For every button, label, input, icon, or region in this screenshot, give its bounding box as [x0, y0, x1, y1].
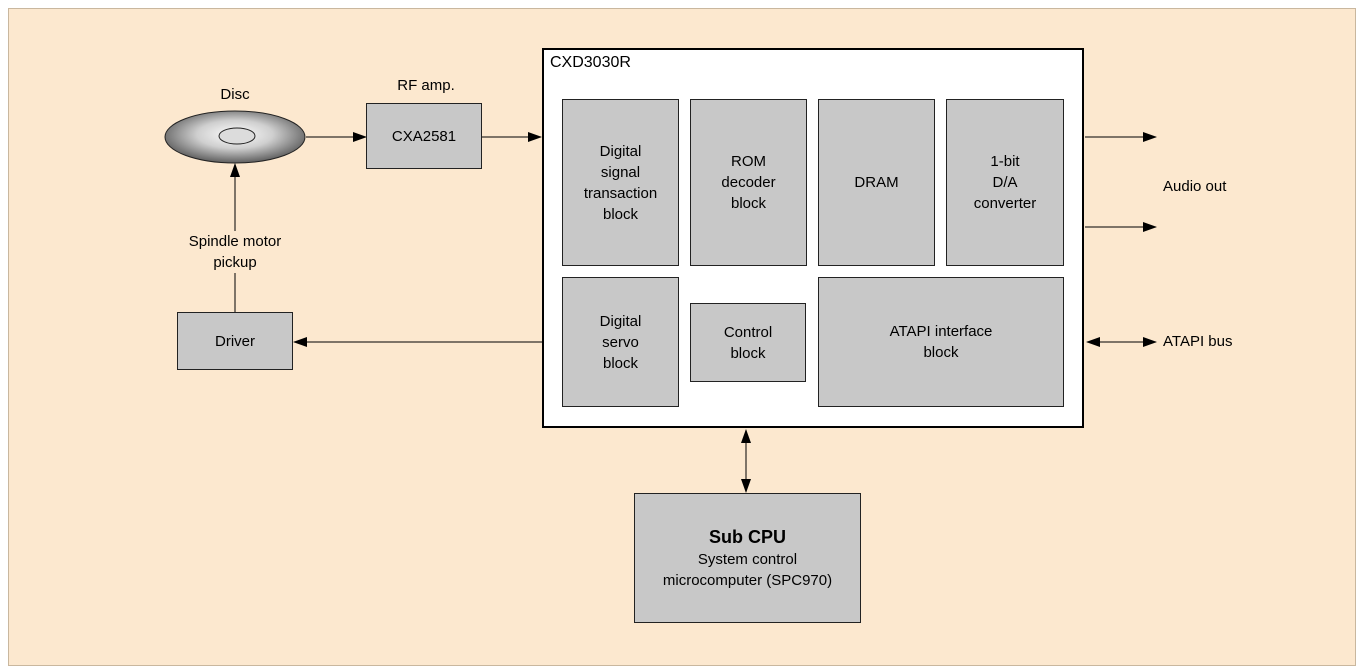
sub-cpu-title: Sub CPU: [708, 527, 786, 547]
block-rom-decoder: ROM decoder block: [690, 99, 807, 266]
sub-cpu-box: Sub CPU System control microcomputer (SP…: [634, 493, 861, 623]
driver-box: Driver: [177, 312, 293, 370]
disc-label: Disc: [220, 86, 250, 103]
block-dac: 1-bit D/A converter: [946, 99, 1064, 266]
rf-amp-box: CXA2581: [366, 103, 482, 169]
block-dac-label: 1-bit D/A converter: [973, 153, 1037, 212]
rf-amp-label: RF amp.: [397, 77, 455, 94]
block-atapi-interface-label: ATAPI interface block: [889, 323, 993, 361]
block-digital-signal: Digital signal transaction block: [562, 99, 679, 266]
sub-cpu-description: System control microcomputer (SPC970): [662, 551, 833, 589]
audio-out-label: Audio out: [1163, 178, 1227, 195]
block-digital-servo-label: Digital servo block: [599, 312, 642, 372]
block-rom-decoder-label: ROM decoder block: [721, 153, 776, 212]
atapi-bus-label: ATAPI bus: [1163, 333, 1233, 350]
block-control: Control block: [690, 303, 806, 382]
block-dram-label: DRAM: [854, 174, 899, 191]
block-dram: DRAM: [818, 99, 935, 266]
disc-icon: [164, 110, 306, 164]
block-atapi-interface: ATAPI interface block: [818, 277, 1064, 407]
block-control-label: Control block: [723, 323, 773, 362]
spindle-label: Spindle motor pickup: [165, 231, 305, 273]
driver-label: Driver: [215, 332, 255, 350]
block-digital-signal-label: Digital signal transaction block: [583, 142, 658, 223]
rf-amp-chip-label: CXA2581: [391, 127, 457, 145]
block-digital-servo: Digital servo block: [562, 277, 679, 407]
chip-title: CXD3030R: [550, 54, 631, 71]
